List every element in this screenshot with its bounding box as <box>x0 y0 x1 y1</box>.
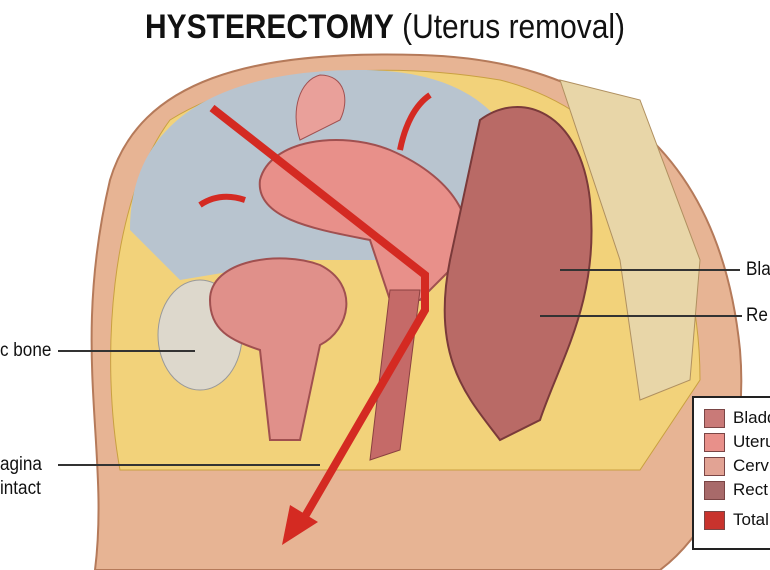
page-title: HYSTERECTOMY (Uterus removal) <box>46 8 724 47</box>
legend-swatch <box>704 510 725 530</box>
legend-item-cervix: Cerv <box>704 454 770 478</box>
legend-swatch <box>704 408 725 428</box>
legend-label: Rect <box>733 480 768 499</box>
label-pubic-bone: c bone <box>0 340 52 361</box>
legend-swatch <box>704 456 725 476</box>
legend-label: Bladd <box>733 408 770 427</box>
spine <box>559 79 701 401</box>
legend-label: Total <box>733 510 769 529</box>
legend-item-uterus: Uteru <box>704 430 770 454</box>
legend-item-rectum: Rect <box>704 478 770 502</box>
legend-swatch <box>704 480 725 500</box>
legend-item-bladder: Bladd <box>704 406 770 430</box>
title-rest: (Uterus removal) <box>393 8 625 46</box>
bladder <box>208 257 348 441</box>
incision-arrow <box>209 104 429 528</box>
curved-arrow-left-icon <box>198 193 246 208</box>
legend-item-total: Total <box>704 508 770 532</box>
legend-swatch <box>704 432 725 452</box>
title-bold: HYSTERECTOMY <box>145 8 394 46</box>
legend-label: Uteru <box>733 432 770 451</box>
fallopian-tube <box>295 74 346 141</box>
legend: Bladd Uteru Cerv Rect Total <box>692 396 770 550</box>
arrowhead-icon <box>282 505 318 545</box>
rectum <box>443 106 593 442</box>
legend-spacer <box>694 398 770 406</box>
label-vagina: agina <box>0 454 42 475</box>
curved-arrow-up-icon <box>397 92 432 151</box>
label-rectum: Re <box>746 305 768 326</box>
label-intact: intact <box>0 478 41 499</box>
legend-label: Cerv <box>733 456 769 475</box>
label-bladder: Bla <box>746 259 770 280</box>
